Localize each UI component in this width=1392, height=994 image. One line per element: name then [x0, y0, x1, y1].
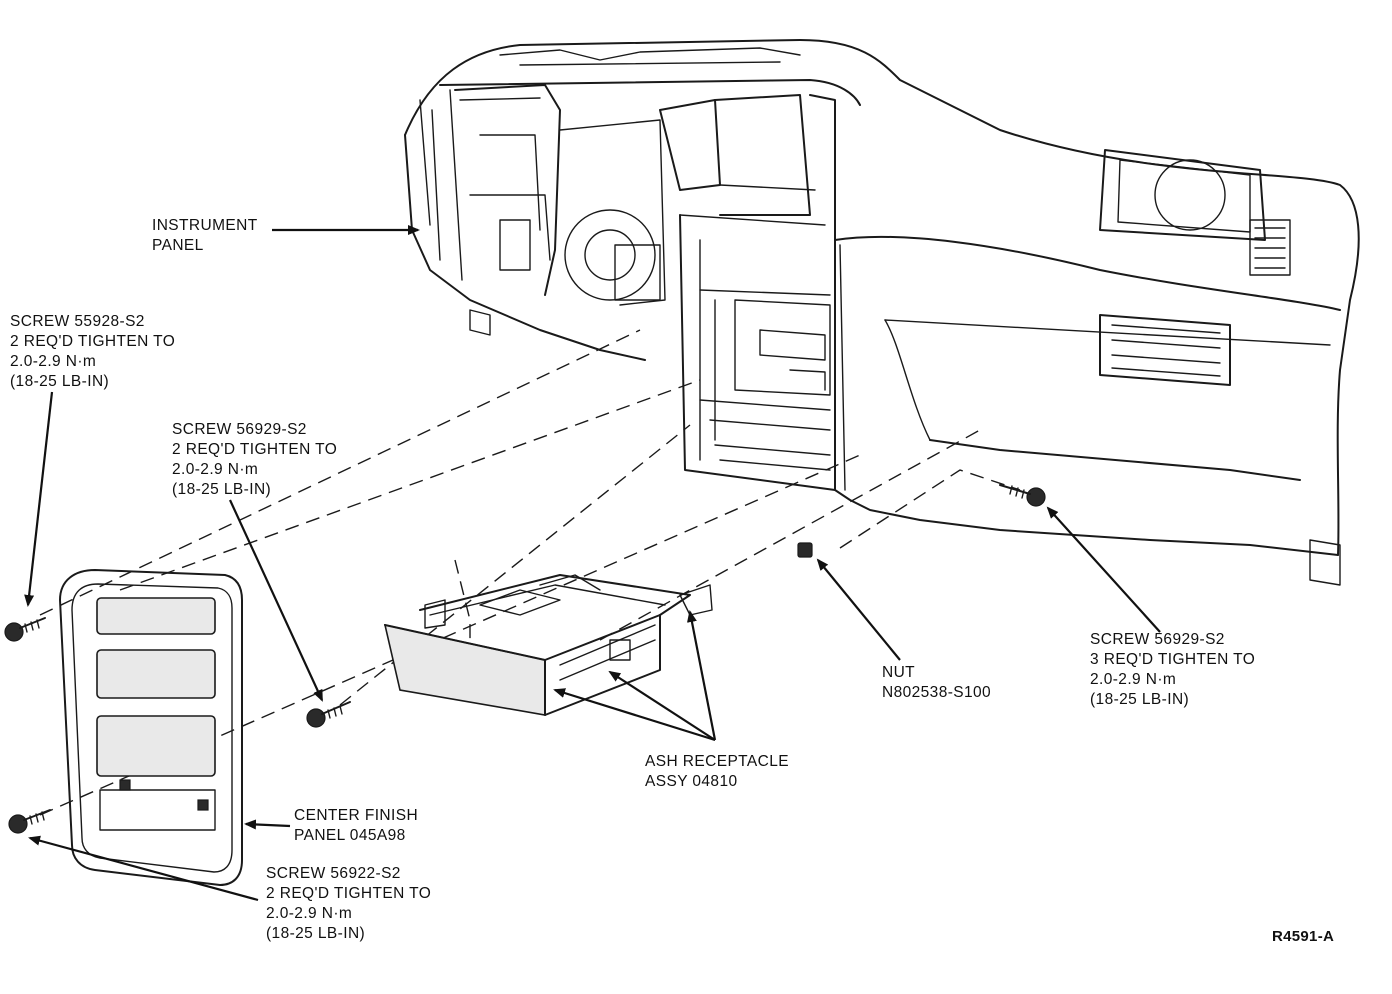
- screw-56929-right-label: SCREW 56929-S2 3 REQ'D TIGHTEN TO 2.0-2.…: [1090, 631, 1256, 708]
- screw-56929-left-label: SCREW 56929-S2 2 REQ'D TIGHTEN TO 2.0-2.…: [172, 421, 338, 498]
- ash-receptacle-illustration: [383, 574, 713, 716]
- leader-lines: [24, 225, 1161, 902]
- center-finish-panel-illustration: [59, 569, 243, 886]
- ash-receptacle-label: ASH RECEPTACLE ASSY 04810: [645, 753, 789, 790]
- instrument-panel-illustration: [404, 39, 1360, 586]
- screw-left-top-illustration: [4, 617, 46, 642]
- screw-right-illustration: [999, 484, 1046, 507]
- screw-55928-label: SCREW 55928-S2 2 REQ'D TIGHTEN TO 2.0-2.…: [10, 313, 176, 390]
- screw-56922-label: SCREW 56922-S2 2 REQ'D TIGHTEN TO 2.0-2.…: [266, 865, 432, 942]
- instrument-panel-label: INSTRUMENT PANEL: [152, 217, 258, 254]
- center-finish-panel-label: CENTER FINISH PANEL 045A98: [294, 807, 419, 844]
- screw-left-mid-illustration: [306, 701, 351, 728]
- nut-label: NUT N802538-S100: [882, 664, 992, 701]
- figure-id: R4591-A: [1272, 928, 1335, 945]
- screws: [4, 484, 1046, 834]
- nut-illustration: [797, 542, 813, 558]
- screw-bottom-illustration: [8, 809, 51, 834]
